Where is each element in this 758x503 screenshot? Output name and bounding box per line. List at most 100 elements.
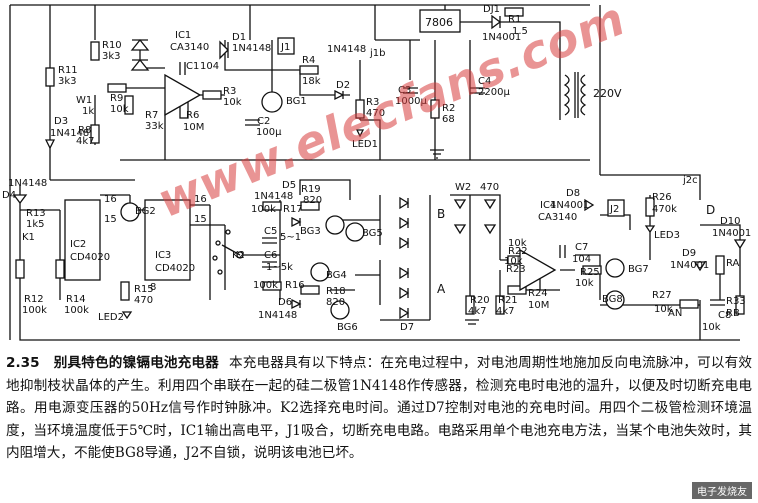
label-r4: R4 [302, 55, 315, 66]
chip-ic2 [64, 199, 101, 281]
mains-voltage-label: 220V [593, 87, 622, 100]
label-bg3: BG3 [300, 226, 321, 237]
label-r20-val: 4k7 [468, 306, 487, 317]
label-ic2-type: CD4020 [70, 252, 110, 263]
label-r14: R14 [66, 294, 86, 305]
label-bg8: BG8 [602, 294, 623, 305]
label-bg7: BG7 [628, 264, 649, 275]
opamp-ic4 [519, 248, 557, 292]
label-r10-val: 3k3 [102, 51, 121, 62]
figure-number: 2.35 [6, 355, 40, 371]
label-r19-val: 820 [303, 195, 322, 206]
label-ic4-type: CA3140 [538, 212, 577, 223]
label-ic3-pin8: 8 [150, 282, 156, 293]
label-d7: D7 [400, 322, 414, 333]
label-w2: W2 [455, 182, 471, 193]
label-r25-val: 10k [575, 278, 594, 289]
label-r13: R13 [26, 208, 46, 219]
label-r9-val: 10k [110, 104, 129, 115]
label-k2: K2 [232, 250, 245, 261]
label-r6-val: 10M [183, 122, 204, 133]
label-c8: C8 [718, 310, 731, 321]
label-r2-val: 68 [442, 114, 455, 125]
label-d2: D2 [336, 80, 350, 91]
label-d1: D1 [232, 32, 246, 43]
label-r1-val: 1.5 [512, 26, 528, 37]
label-r14-val: 100k [64, 305, 89, 316]
label-an: AN [668, 308, 682, 319]
label-bg4: BG4 [326, 270, 347, 281]
label-c5-val: 5~1 [280, 232, 301, 243]
label-d8: D8 [566, 188, 580, 199]
label-ic1-type: CA3140 [170, 42, 209, 53]
label-r23: R23 [506, 264, 526, 275]
label-c1-val: 104 [200, 61, 219, 72]
label-j1: J1 [280, 42, 290, 53]
label-r3-led-val: 470 [366, 108, 385, 119]
label-d9-type: 1N4001 [670, 260, 709, 271]
label-ic3-pin16: 16 [194, 194, 207, 205]
label-r27-val: 10k [654, 304, 673, 315]
label-d5-type: 1N4148 [254, 191, 293, 202]
figure-body: 本充电器具有以下特点：在充电过程中，对电池周期性地施加反向电流脉冲，可以有效地抑… [6, 355, 752, 461]
label-r11: R11 [58, 65, 78, 76]
transformer: 220V [563, 72, 622, 118]
label-d6-type: 1N4148 [258, 310, 297, 321]
label-r33: R33 [726, 296, 746, 307]
label-r25: R25 [580, 267, 600, 278]
label-r8-val: 4k7 [76, 136, 95, 147]
label-ic3-type: CD4020 [155, 263, 195, 274]
label-r1: R1 [508, 14, 521, 25]
label-dj1: DJ1 [483, 4, 500, 15]
label-ic2-pin16: 16 [104, 194, 117, 205]
label-r4-val: 18k [302, 76, 321, 87]
label-r27: R27 [652, 290, 672, 301]
label-c7: C7 [575, 242, 588, 253]
label-r3-led: R3 [366, 97, 379, 108]
resistors [15, 7, 745, 315]
label-c3: C3 [398, 85, 411, 96]
label-r7-val: 33k [145, 121, 164, 132]
label-j2: J2 [609, 204, 619, 215]
label-w2-val: 470 [480, 182, 499, 193]
label-j2c: j2c [682, 175, 698, 186]
label-d3-type: 1N4148 [50, 128, 89, 139]
label-led3: LED3 [654, 230, 680, 241]
relay-j1 [277, 37, 295, 55]
label-led2: LED2 [98, 312, 124, 323]
label-d4-type: 1N4148 [8, 178, 47, 189]
label-r10: R10 [102, 40, 122, 51]
circuit-schematic: 220V 7806 [2, 4, 751, 341]
chip-ic3 [144, 199, 191, 281]
label-d5: D5 [282, 180, 296, 191]
label-ic4: IC4 [540, 200, 556, 211]
label-d8-type: 1N4001 [550, 200, 589, 211]
label-d10-type: 1N4001 [712, 228, 751, 239]
label-r13-val: 1k5 [26, 219, 45, 230]
label-d3: D3 [54, 116, 68, 127]
label-r23-val: 10k [504, 256, 523, 267]
label-k1: K1 [22, 232, 35, 243]
label-d6: D6 [278, 297, 292, 308]
label-w1: W1 [76, 95, 92, 106]
label-bg1: BG1 [286, 96, 307, 107]
label-bg5: BG5 [362, 228, 383, 239]
label-r2: R2 [442, 103, 455, 114]
label-ic3-pin15: 15 [194, 214, 207, 225]
label-r22: R22 [508, 246, 528, 257]
label-node-a: A [437, 282, 446, 296]
ground-symbols [430, 149, 479, 325]
label-r33-val: RB [726, 308, 740, 319]
label-c2: C2 [257, 116, 270, 127]
label-r8: R8 [78, 125, 91, 136]
label-r26-val: 470k [652, 204, 677, 215]
label-r6: R6 [186, 110, 199, 121]
label-c4-val: 2200μ [478, 87, 510, 98]
label-r22-val: 10k [508, 238, 527, 249]
label-r19: R19 [301, 184, 321, 195]
label-r24: R24 [528, 288, 548, 299]
regulator-label: 7806 [425, 16, 453, 29]
transistors [120, 91, 625, 320]
label-r7: R7 [145, 110, 158, 121]
opamp-ic1 [164, 73, 202, 117]
